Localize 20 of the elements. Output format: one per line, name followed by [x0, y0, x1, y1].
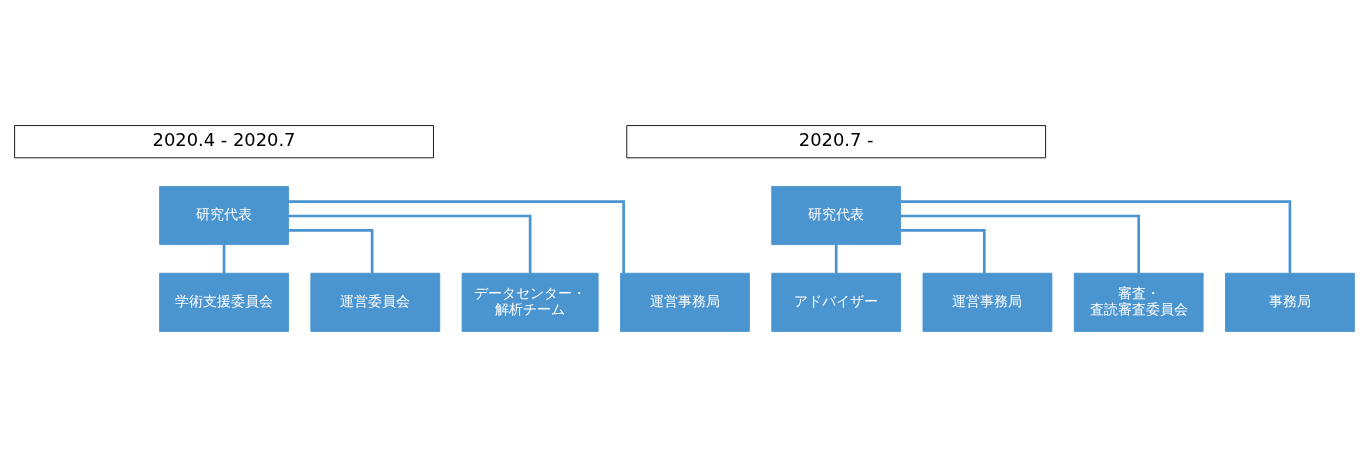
node-box: 研究代表 — [159, 186, 289, 246]
connector — [900, 228, 986, 274]
node-box: データセンター・解析チーム — [461, 272, 599, 332]
connector — [900, 214, 1141, 274]
node-box: 運営事務局 — [620, 272, 750, 332]
node-box: 2020.7 - — [626, 125, 1047, 159]
node-box: 学術支援委員会 — [159, 272, 289, 332]
connector — [288, 214, 532, 274]
node-box: 運営委員会 — [310, 272, 441, 332]
node-box: 運営事務局 — [922, 272, 1053, 332]
connector — [834, 244, 838, 274]
node-box: 2020.4 - 2020.7 — [14, 125, 434, 159]
node-box: 事務局 — [1225, 272, 1355, 332]
connector — [288, 228, 374, 274]
connector — [900, 200, 1292, 274]
node-box: 研究代表 — [771, 186, 902, 246]
node-box: アドバイザー — [771, 272, 902, 332]
connector — [222, 244, 226, 274]
node-box: 審査・査読審査委員会 — [1073, 272, 1204, 332]
connector — [288, 200, 625, 274]
